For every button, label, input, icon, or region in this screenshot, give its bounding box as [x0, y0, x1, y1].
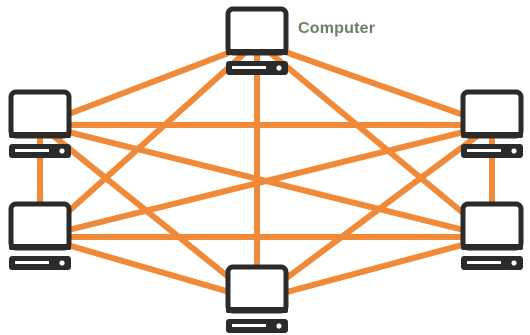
computer-icon — [225, 264, 289, 333]
link-lower-right-bottom — [254, 234, 495, 303]
computer-upper-right — [460, 89, 524, 158]
link-lower-left-bottom — [37, 234, 260, 303]
computer-icon — [8, 89, 72, 158]
computer-label: Computer — [298, 20, 376, 37]
computer-top — [225, 6, 289, 75]
network-links — [37, 39, 495, 303]
computer-icon — [460, 201, 524, 270]
computer-icon — [8, 201, 72, 270]
network-nodes — [8, 6, 524, 333]
link-top-lower-right — [254, 39, 495, 240]
link-top-lower-left — [37, 39, 260, 240]
computer-lower-right — [460, 201, 524, 270]
link-top-upper-left — [37, 39, 260, 128]
computer-upper-left — [8, 89, 72, 158]
link-upper-right-bottom — [254, 122, 495, 303]
computer-lower-left — [8, 201, 72, 270]
computer-bottom — [225, 264, 289, 333]
link-upper-right-lower-left — [37, 122, 495, 240]
link-top-upper-right — [254, 39, 495, 128]
computer-icon — [225, 6, 289, 75]
computer-icon — [460, 89, 524, 158]
